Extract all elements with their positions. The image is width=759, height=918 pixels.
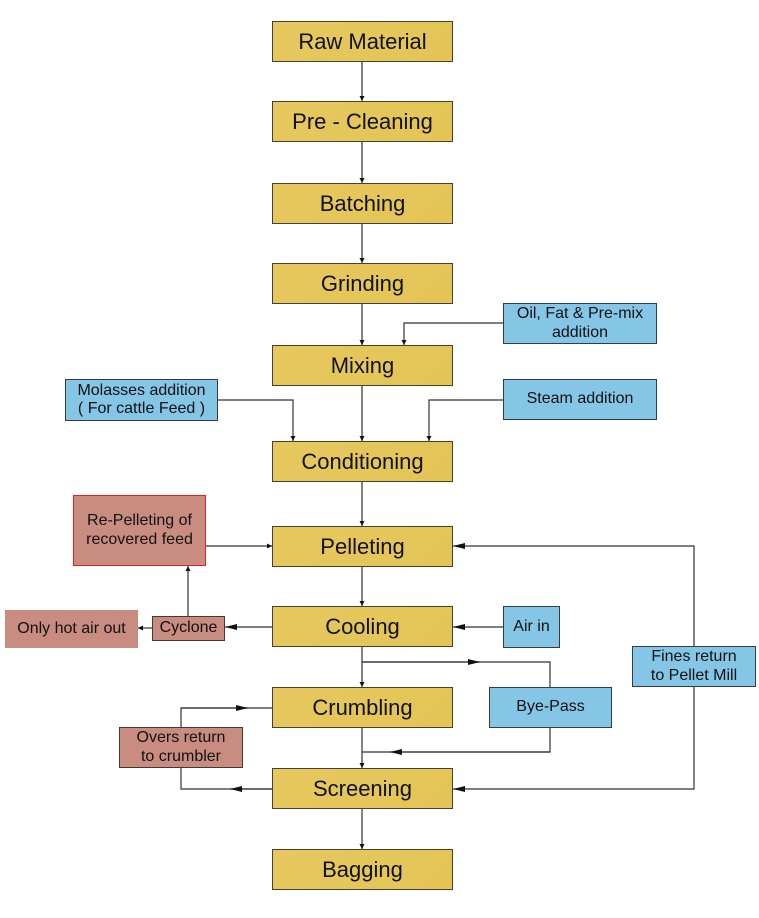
node-label-line2: to crumbler [140, 747, 222, 765]
node-hot-air-out: Only hot air out [5, 610, 138, 648]
step-label: Crumbling [312, 694, 413, 720]
node-air-in: Air in [503, 606, 560, 648]
step-cooling: Cooling [272, 606, 453, 647]
step-label: Raw Material [298, 28, 427, 54]
node-label: Steam addition [526, 390, 634, 408]
step-bagging: Bagging [272, 849, 453, 890]
node-label-line2: addition [551, 323, 609, 341]
node-fines-return: Fines return to Pellet Mill [632, 646, 756, 687]
node-label: Air in [513, 617, 550, 635]
step-conditioning: Conditioning [272, 441, 453, 482]
arrow-screening-to-fines [453, 687, 695, 792]
node-label-line2: ( For cattle Feed ) [77, 400, 206, 417]
node-label-line1: Re-Pelleting of [87, 512, 192, 530]
node-label-line1: Fines return [651, 648, 737, 666]
node-label-line1: Overs return [136, 729, 226, 747]
step-label: Cooling [325, 613, 400, 639]
node-label-line2: recovered feed [86, 530, 193, 548]
step-label: Pre - Cleaning [292, 108, 433, 134]
node-label: Only hot air out [17, 619, 126, 637]
step-raw-material: Raw Material [272, 21, 453, 62]
node-label: Bye-Pass [516, 698, 585, 716]
node-bye-pass: Bye-Pass [489, 687, 612, 728]
node-steam-addition: Steam addition [503, 379, 657, 420]
step-crumbling: Crumbling [272, 687, 453, 728]
arrow-overs-to-crumbling [180, 707, 272, 727]
arrow-fines-to-pelleting [453, 543, 695, 646]
arrow-cooling-to-byepass [362, 661, 551, 687]
node-repelleting: Re-Pelleting of recovered feed [73, 495, 206, 566]
arrow-byepass-to-screening [362, 728, 551, 753]
step-label: Batching [319, 190, 406, 216]
arrow-oilfat-to-mixing [401, 322, 503, 345]
step-mixing: Mixing [272, 345, 453, 386]
node-oil-fat-premix: Oil, Fat & Pre-mix addition [503, 303, 657, 344]
node-label-line1: Molasses addition [77, 381, 206, 399]
node-cyclone: Cyclone [152, 616, 225, 641]
step-label: Screening [312, 775, 413, 801]
arrow-screening-to-overs [180, 768, 272, 790]
step-screening: Screening [272, 768, 453, 809]
node-overs-return: Overs return to crumbler [119, 727, 243, 768]
step-grinding: Grinding [272, 263, 453, 304]
arrow-steam-to-conditioning [426, 399, 503, 441]
step-label: Grinding [320, 270, 405, 296]
node-molasses-addition: Molasses addition ( For cattle Feed ) [65, 379, 218, 421]
node-label-line1: Oil, Fat & Pre-mix [516, 305, 644, 323]
step-pre-cleaning: Pre - Cleaning [272, 101, 453, 142]
step-pelleting: Pelleting [272, 526, 453, 567]
step-label: Conditioning [301, 448, 424, 474]
step-batching: Batching [272, 183, 453, 224]
node-label-line2: to Pellet Mill [650, 666, 738, 684]
step-label: Bagging [322, 856, 403, 882]
step-label: Pelleting [320, 533, 405, 559]
node-label: Cyclone [159, 619, 218, 637]
arrow-molasses-to-conditioning [218, 399, 296, 441]
step-label: Mixing [330, 352, 395, 378]
